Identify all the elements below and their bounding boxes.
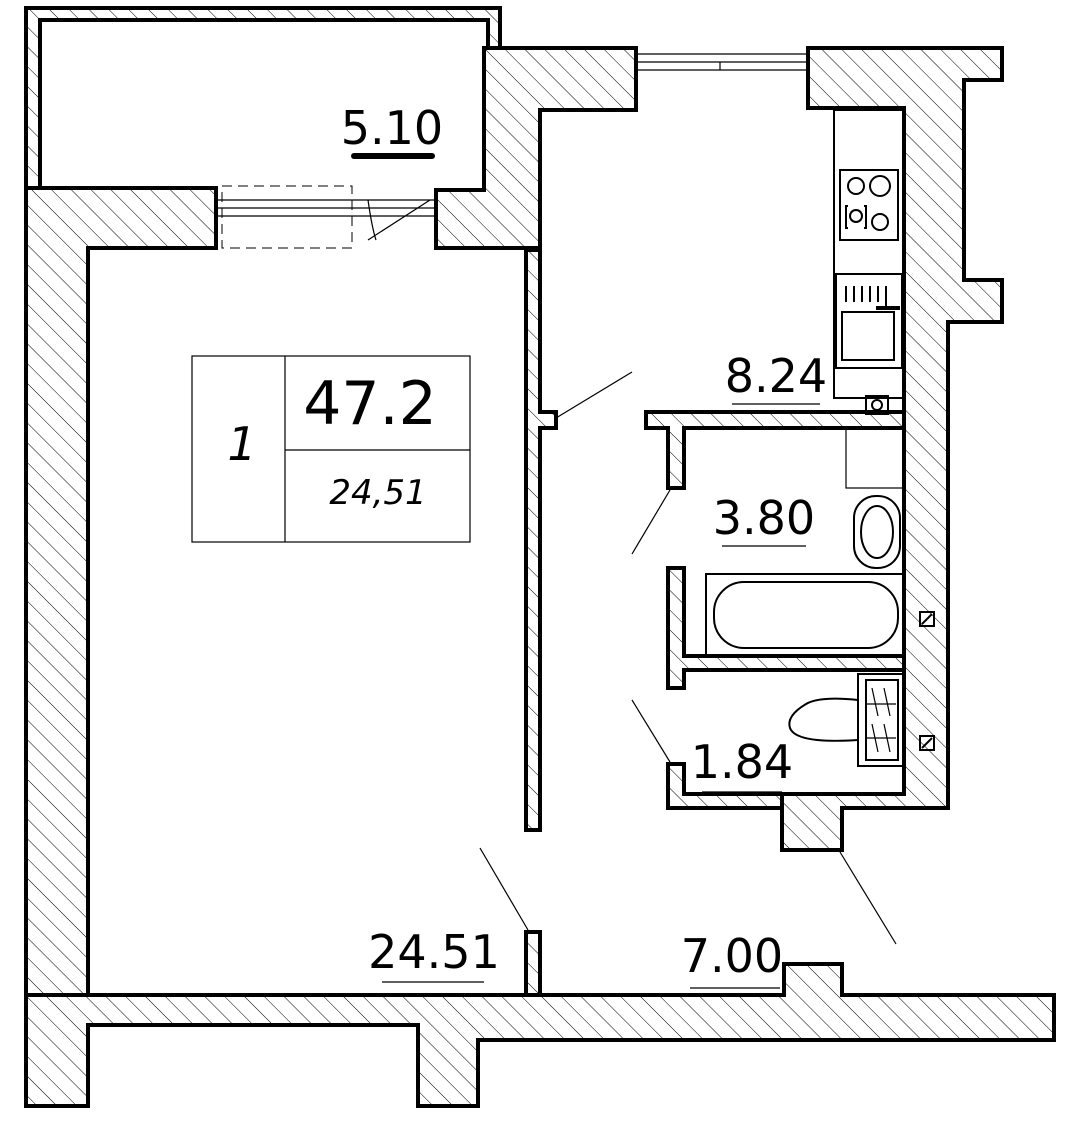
washing-machine-niche — [845, 427, 905, 489]
rooms-count-label: 1 — [227, 417, 256, 471]
toilet-fixtures — [788, 673, 905, 767]
total-area-label: 47.2 — [303, 369, 437, 439]
entrance-door — [839, 851, 897, 945]
balcony-wall — [24, 6, 502, 190]
doors — [479, 371, 897, 945]
kitchen-fixtures — [833, 109, 905, 415]
central-pier — [434, 46, 638, 250]
vent-icon — [919, 611, 935, 751]
bottom-outer-wall — [24, 962, 1056, 1108]
toilet-area-label: 1.84 — [691, 735, 793, 789]
stove-icon — [839, 169, 899, 241]
kitchen-window — [636, 53, 808, 71]
kitchen-counter — [833, 109, 905, 399]
partition-stub-bottom — [524, 930, 542, 997]
hallway-area-label: 7.00 — [681, 929, 783, 983]
kitchen-area-label: 8.24 — [725, 349, 827, 403]
bath-top-wall — [644, 410, 906, 490]
living-area-label: 24,51 — [329, 473, 426, 513]
toilet-left-wall — [666, 762, 784, 810]
balcony-area-label: 5.10 — [341, 101, 443, 155]
bath-left-wall — [666, 566, 906, 690]
bathtub-icon — [705, 573, 905, 657]
sink-icon — [835, 273, 903, 369]
toilet-door — [631, 699, 671, 763]
area-summary-block: 1 47.2 24,51 — [191, 355, 471, 543]
boiler-icon — [865, 395, 889, 415]
right-corner-wall — [780, 46, 1004, 852]
room-labels: 5.10 8.24 3.80 1.84 24.51 7.00 — [341, 101, 827, 989]
kitchen-door — [555, 371, 633, 419]
living-room-door — [479, 847, 529, 931]
toilet-bowl-icon — [788, 673, 905, 767]
bathroom-door — [631, 489, 671, 555]
bathroom-fixtures — [705, 427, 935, 751]
windows — [216, 53, 808, 249]
balcony-door-window — [216, 185, 436, 249]
washbasin-icon — [853, 495, 901, 569]
bathroom-area-label: 3.80 — [713, 491, 815, 545]
walls — [24, 6, 1056, 1108]
living-room-area-label: 24.51 — [368, 925, 500, 979]
left-outer-wall — [24, 186, 218, 997]
partition-wall-living-kitchen — [524, 248, 558, 832]
